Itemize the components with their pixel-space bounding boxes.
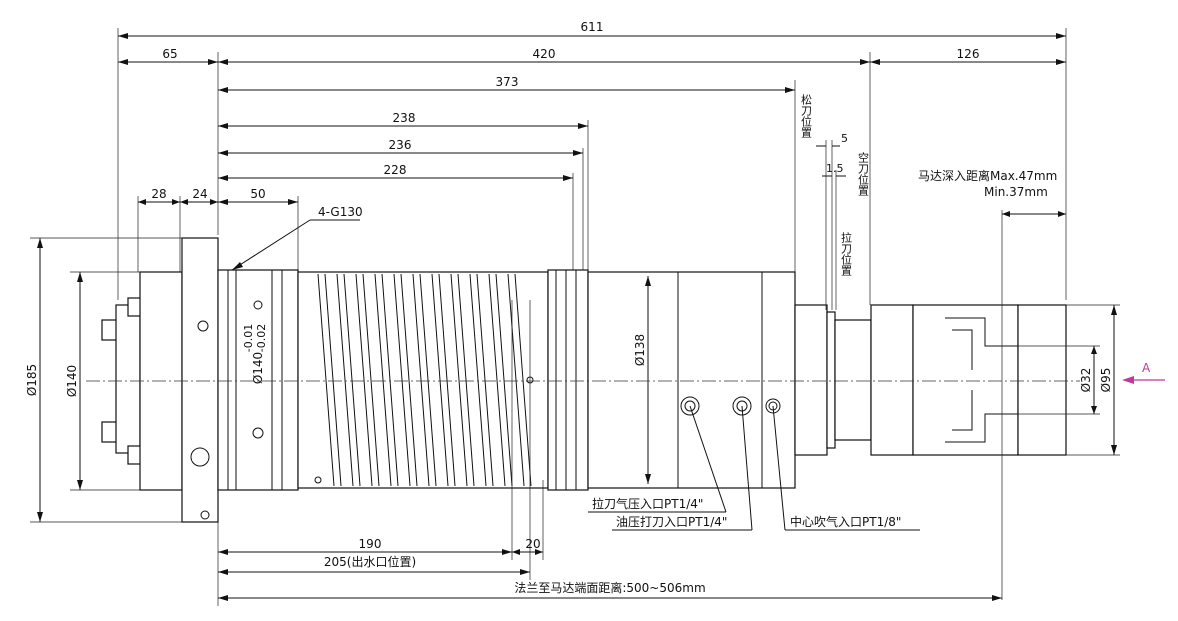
dim-24-label: 24	[192, 187, 207, 201]
spiral-groove	[450, 273, 475, 487]
thread-callout: 4-G130	[231, 205, 363, 271]
dim-190: 190	[218, 537, 512, 555]
dim-228-label: 228	[384, 163, 407, 177]
dim-20: 20	[512, 537, 543, 555]
rear-ring	[547, 269, 589, 491]
dim-238-label: 238	[393, 111, 416, 125]
dim-flange-to-motor-label: 法兰至马达端面距离:500~506mm	[514, 580, 705, 595]
dim-65-label: 65	[162, 47, 177, 61]
mounting-flange	[181, 237, 219, 523]
motor-flange	[1017, 304, 1067, 456]
dim-d95-label: Ø95	[1099, 368, 1113, 393]
dim-205-label: 205(出水口位置)	[324, 554, 416, 569]
dim-1-5-label: 1.5	[826, 162, 844, 175]
motor-depth-max-label: 马达深入距离Max.47mm	[918, 168, 1057, 183]
callout-oil: 油压打刀入口PT1/4"	[612, 405, 753, 531]
dim-28: 28	[138, 187, 180, 205]
dim-205: 205(出水口位置)	[218, 554, 530, 575]
spiral-groove	[393, 273, 418, 487]
dim-d32: Ø32	[1079, 346, 1097, 414]
dim-126: 126	[870, 47, 1066, 65]
dim-d140-tol-upper: -0.01	[242, 324, 255, 352]
release-position-label: 松刀位置	[800, 93, 813, 138]
dim-190-label: 190	[359, 537, 382, 551]
dim-d140-flange: Ø140	[65, 272, 83, 490]
dim-126-label: 126	[957, 47, 980, 61]
callout-center-air: 中心吹气入口PT1/8"	[772, 405, 920, 531]
dim-d140-body: Ø140 -0.01 -0.02	[242, 324, 268, 384]
dim-24: 24	[180, 187, 218, 205]
drawbar-cylinder	[794, 304, 828, 456]
spindle-nose	[115, 304, 141, 454]
dim-236-label: 236	[389, 138, 412, 152]
oil-port-label: 油压打刀入口PT1/4"	[616, 515, 727, 529]
dim-5-label: 5	[841, 132, 848, 145]
motor-depth-dim: 马达深入距离Max.47mm Min.37mm	[918, 168, 1066, 217]
dim-236: 236	[218, 138, 583, 156]
spiral-groove	[431, 273, 456, 487]
dim-5: 5	[816, 132, 848, 147]
spiral-grooves	[317, 273, 532, 487]
dim-611: 611	[118, 20, 1066, 39]
dim-228: 228	[218, 163, 573, 181]
dim-420-label: 420	[533, 47, 556, 61]
spiral-groove	[317, 273, 342, 487]
empty-position-label: 空刀位置	[857, 151, 870, 196]
spiral-groove	[469, 273, 494, 487]
pull-air-port-label: 拉刀气压入口PT1/4"	[592, 496, 703, 511]
front-sleeve	[217, 269, 299, 491]
dim-d95: Ø95	[1099, 305, 1117, 455]
dim-d185: Ø185	[25, 238, 43, 522]
dim-238: 238	[218, 111, 588, 129]
view-arrow-label: A	[1142, 361, 1151, 375]
dim-65: 65	[118, 47, 218, 65]
rear-housing	[587, 271, 796, 489]
coupling-housing	[870, 304, 914, 456]
dim-d32-label: Ø32	[1079, 368, 1093, 393]
spiral-groove	[355, 273, 380, 487]
port-pull-air	[680, 396, 700, 416]
dim-d140-tol-lower: -0.02	[255, 324, 268, 352]
dim-flange-to-motor: 法兰至马达端面距离:500~506mm	[218, 580, 1002, 601]
dim-420: 420	[218, 47, 870, 65]
dim-373: 373	[218, 75, 795, 93]
dim-50: 50	[218, 187, 298, 205]
cylinder-cap	[834, 319, 872, 441]
callout-pull-air: 拉刀气压入口PT1/4"	[588, 405, 727, 513]
dim-20-label: 20	[525, 537, 540, 551]
pull-position-label: 拉刀位置	[840, 231, 853, 276]
spiral-groove	[412, 273, 437, 487]
spiral-groove	[488, 273, 513, 487]
view-arrow-a: A	[1122, 361, 1165, 384]
thread-label: 4-G130	[318, 205, 363, 219]
center-air-port-label: 中心吹气入口PT1/8"	[790, 514, 901, 529]
dim-28-label: 28	[151, 187, 166, 201]
dim-d185-label: Ø185	[25, 364, 39, 396]
dim-611-label: 611	[581, 20, 604, 34]
dim-d138: Ø138	[633, 276, 651, 484]
spiral-groove	[374, 273, 399, 487]
dim-1-5: 1.5	[822, 162, 846, 177]
spiral-groove	[507, 273, 532, 487]
dim-50-label: 50	[250, 187, 265, 201]
dim-d140-flange-label: Ø140	[65, 365, 79, 397]
motor-depth-min-label: Min.37mm	[984, 185, 1048, 199]
dim-373-label: 373	[496, 75, 519, 89]
dim-d140-body-label: Ø140	[251, 352, 265, 384]
spiral-groove	[336, 273, 361, 487]
dim-d138-label: Ø138	[633, 334, 647, 366]
